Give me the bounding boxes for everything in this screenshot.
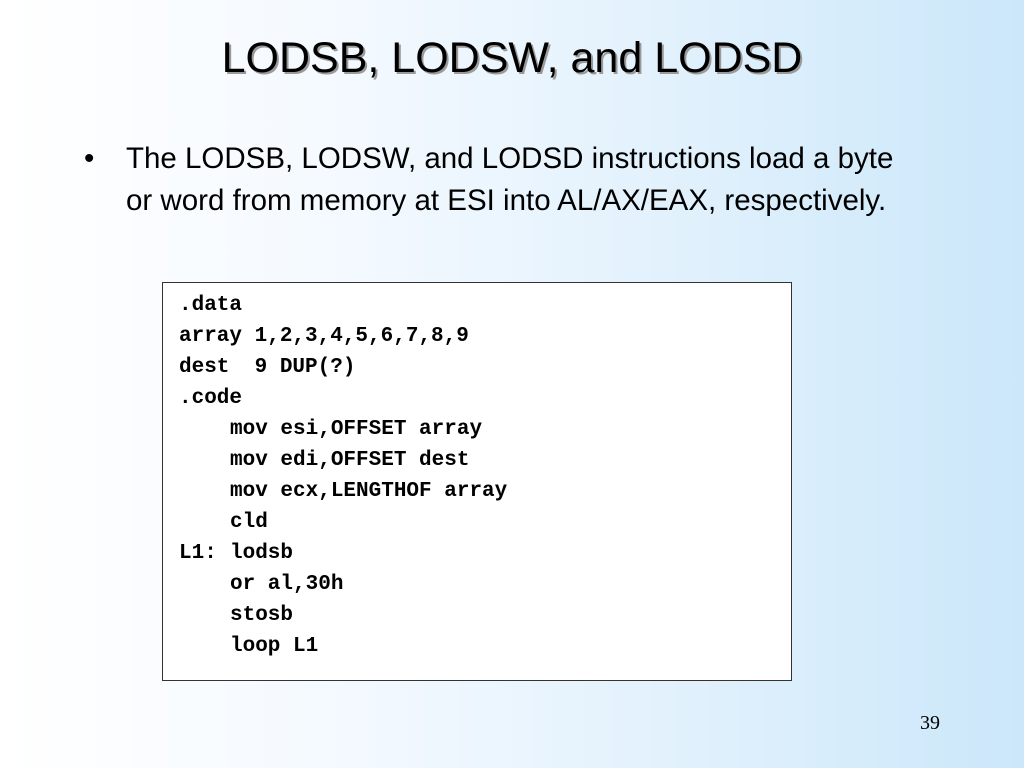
code-listing: .data array 1,2,3,4,5,6,7,8,9 dest 9 DUP… (162, 282, 792, 681)
code-instruction: mov esi,OFFSET array (230, 418, 483, 441)
code-instruction: mov ecx,LENGTHOF array (230, 480, 508, 503)
code-line: dest 9 DUP(?) (179, 352, 355, 383)
code-instruction: cld (230, 511, 268, 534)
code-instruction: loop L1 (230, 635, 319, 658)
code-line: .code (179, 383, 242, 414)
slide-title: LODSB, LODSW, and LODSD (221, 34, 803, 82)
code-line: L1: lodsb (179, 538, 293, 569)
page-number: 39 (920, 712, 940, 734)
code-line: cld (179, 507, 268, 538)
code-label: array 1,2,3,4,5,6,7,8,9 (179, 325, 469, 348)
code-instruction: lodsb (230, 542, 294, 565)
code-label: L1: (179, 542, 217, 565)
code-line: loop L1 (179, 631, 318, 662)
code-instruction: or al,30h (230, 573, 344, 596)
code-instruction: mov edi,OFFSET dest (230, 449, 470, 472)
code-instruction: stosb (230, 604, 294, 627)
code-line: .data (179, 290, 242, 321)
code-label: .data (179, 294, 243, 317)
code-line: array 1,2,3,4,5,6,7,8,9 (179, 321, 469, 352)
bullet-marker: • (84, 142, 95, 175)
code-line: mov ecx,LENGTHOF array (179, 476, 507, 507)
code-line: or al,30h (179, 569, 343, 600)
code-label: .code (179, 387, 243, 410)
code-line: stosb (179, 600, 293, 631)
bullet-text: The LODSB, LODSW, and LODSD instructions… (126, 142, 894, 217)
code-line: mov edi,OFFSET dest (179, 445, 469, 476)
code-label: dest 9 DUP(?) (179, 356, 356, 379)
code-line: mov esi,OFFSET array (179, 414, 482, 445)
